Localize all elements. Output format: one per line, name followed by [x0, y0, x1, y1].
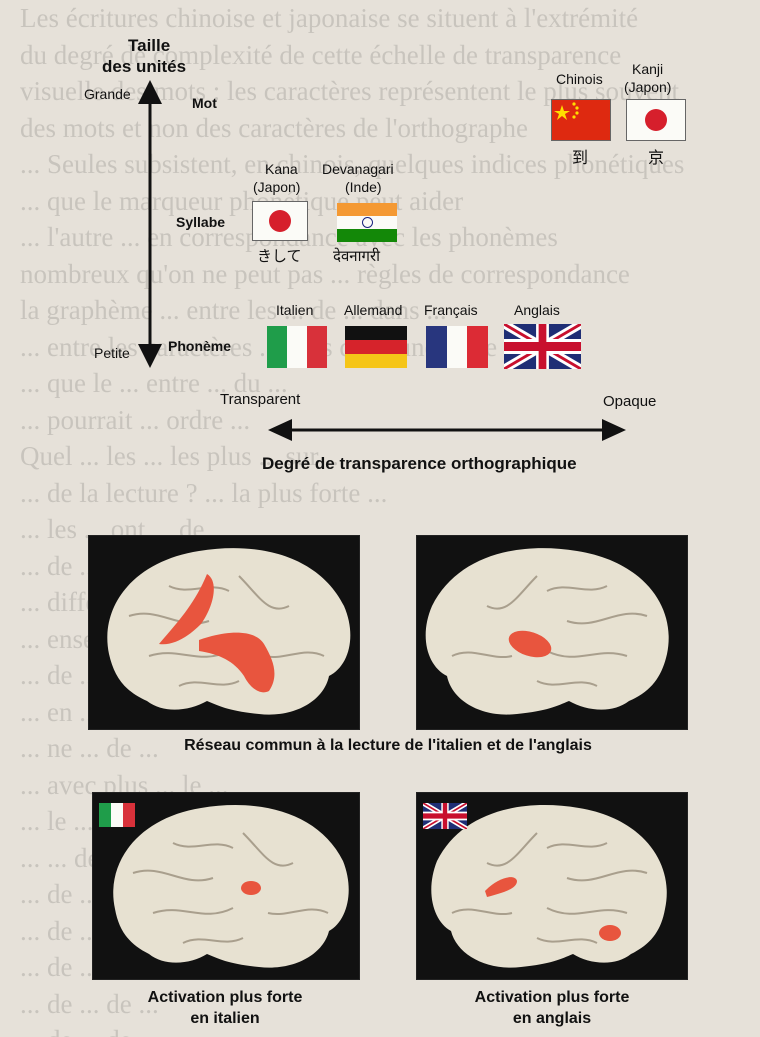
- brain-left-common-image: [89, 536, 359, 729]
- level-syllabe: Syllabe: [176, 214, 225, 230]
- caption-italian-line1: Activation plus forte: [112, 989, 338, 1007]
- x-axis-right-label: Opaque: [603, 393, 656, 410]
- lang-francais-label: Français: [424, 302, 478, 318]
- x-axis-left-label: Transparent: [220, 391, 300, 408]
- y-axis-title-line1: Taille: [128, 36, 170, 56]
- italy-flag-icon-small: [99, 803, 135, 827]
- brain-right-common-image: [417, 536, 687, 729]
- caption-common-network: Réseau commun à la lecture de l'italien …: [88, 737, 688, 755]
- x-axis-title: Degré de transparence orthographique: [262, 454, 577, 474]
- france-flag-icon: [426, 326, 488, 368]
- kanji-script: 京: [648, 144, 664, 168]
- lang-devanagari-label: Devanagari: [322, 161, 394, 177]
- brain-panel-common-left: [88, 535, 360, 730]
- lang-devanagari-sub: (Inde): [345, 179, 382, 195]
- lang-kanji-label: Kanji: [632, 61, 663, 77]
- lang-anglais-label: Anglais: [514, 302, 560, 318]
- brain-panel-common-right: [416, 535, 688, 730]
- level-phoneme: Phonème: [168, 338, 231, 354]
- lang-italien-label: Italien: [276, 302, 313, 318]
- level-mot: Mot: [192, 95, 217, 111]
- caption-english-line2: en anglais: [434, 1010, 670, 1028]
- vertical-axis-arrow-up: [138, 80, 162, 104]
- lang-kana-label: Kana: [265, 161, 298, 177]
- y-axis-bottom-label: Petite: [94, 345, 130, 361]
- lang-kana-sub: (Japon): [253, 179, 300, 195]
- devanagari-script: देवनागरी: [333, 246, 380, 266]
- kana-script: きして: [257, 245, 302, 266]
- lang-kanji-sub: (Japon): [624, 79, 671, 95]
- caption-english-line1: Activation plus forte: [434, 989, 670, 1007]
- brain-panel-english: [416, 792, 688, 980]
- italy-flag-icon: [267, 326, 327, 368]
- germany-flag-icon: [345, 326, 407, 368]
- chinese-script: 到: [572, 144, 588, 168]
- y-axis-top-label: Grande: [84, 86, 131, 102]
- india-flag-icon: [337, 203, 397, 242]
- japan-flag-icon-kanji: [626, 99, 686, 141]
- brain-panel-italian: [92, 792, 360, 980]
- uk-flag-icon: [504, 324, 581, 369]
- y-axis-title-line2: des unités: [102, 57, 186, 77]
- vertical-axis-arrow-down: [138, 344, 162, 368]
- japan-flag-icon-kana: [252, 201, 308, 241]
- uk-flag-icon-small: [423, 803, 467, 829]
- lang-allemand-label: Allemand: [344, 302, 402, 318]
- china-flag-icon: [551, 99, 611, 141]
- horizontal-axis-arrow-right: [602, 419, 626, 441]
- horizontal-axis-arrow-left: [268, 419, 292, 441]
- caption-italian-line2: en italien: [112, 1010, 338, 1028]
- lang-chinois-label: Chinois: [556, 71, 603, 87]
